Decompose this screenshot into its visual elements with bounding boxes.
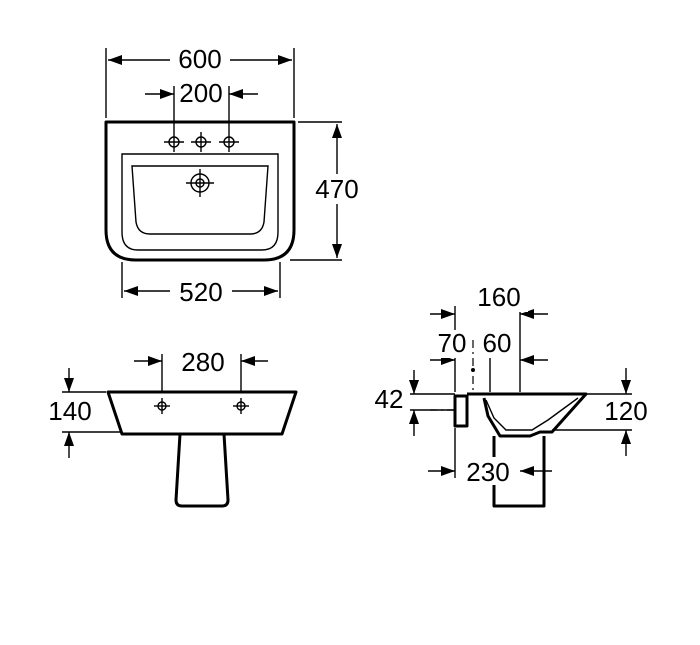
side-view: 160 70 60 42 (368, 282, 656, 508)
dim-label-140: 140 (48, 396, 91, 426)
dim-tap-to-center: 60 (476, 328, 548, 392)
basin-outline-front (106, 390, 298, 436)
top-view: 600 200 470 (104, 44, 368, 307)
dim-rim-height: 140 (42, 368, 120, 458)
pedestal-hole-right (233, 398, 249, 414)
dim-bowl-width: 520 (121, 262, 281, 307)
dim-overall-width: 600 (105, 44, 295, 118)
tap-hole-left (164, 132, 184, 152)
dim-wall-to-tap: 70 (430, 328, 470, 365)
tap-marker (471, 368, 475, 372)
basin-outline-top (104, 120, 296, 262)
dim-wall-thickness: 42 (368, 370, 455, 436)
drain-hole (186, 169, 214, 197)
dim-depth-to-tap: 160 (430, 282, 548, 392)
bowl-outline-top (121, 153, 279, 251)
basin-outline-side (467, 392, 588, 438)
dim-label-70: 70 (438, 328, 467, 358)
pedestal-hole-left (154, 398, 170, 414)
dim-label-60: 60 (483, 328, 512, 358)
dim-label-200: 200 (179, 78, 222, 108)
dim-label-42: 42 (375, 384, 404, 414)
basin-inner-side (485, 397, 579, 431)
dim-label-470: 470 (315, 174, 358, 204)
wall-bracket (453, 394, 469, 428)
pedestal-front (174, 433, 230, 508)
dim-tap-spacing: 200 (145, 78, 258, 132)
dim-label-600: 600 (178, 44, 221, 74)
dim-label-280: 280 (181, 347, 224, 377)
dim-label-160: 160 (477, 282, 520, 312)
bowl-inner-top (131, 165, 269, 235)
dim-depth: 470 (290, 121, 368, 261)
dim-label-120: 120 (604, 396, 647, 426)
dim-pedestal-spacing: 280 (134, 347, 268, 392)
tap-hole-center (191, 132, 211, 152)
dim-label-230: 230 (466, 457, 509, 487)
dim-front-height: 120 (552, 368, 656, 456)
tap-hole-right (219, 132, 239, 152)
front-view: 280 140 (42, 347, 298, 508)
dim-label-520: 520 (179, 277, 222, 307)
dim-pedestal-depth: 230 (428, 428, 552, 487)
